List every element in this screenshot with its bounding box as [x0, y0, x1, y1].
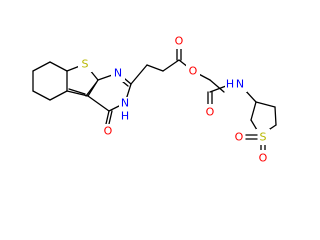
bond	[255, 101, 276, 108]
atom-label: S	[82, 58, 89, 71]
atom-s-thiophene: S	[78, 56, 92, 72]
atom-o-amide-carbonyl: O	[203, 104, 217, 120]
atom-nh-ring: N H	[119, 97, 133, 123]
bond	[32, 90, 51, 101]
bond	[146, 64, 164, 72]
bond	[68, 88, 86, 95]
atom-label: O	[206, 106, 215, 119]
atom-label: H	[226, 78, 234, 91]
bond	[250, 101, 257, 121]
bond	[85, 82, 97, 97]
atom-label: O	[175, 35, 184, 48]
atom-label: N	[121, 97, 129, 110]
bond	[105, 110, 110, 125]
atom-s-sulfone: S	[256, 129, 270, 145]
bond	[209, 79, 225, 93]
bond	[87, 79, 99, 97]
atom-n-ring-top: N	[111, 66, 125, 82]
bond	[274, 106, 277, 126]
bond	[130, 64, 148, 85]
atom-o-sulfone-left: O	[232, 129, 246, 145]
atom-o-ring-carbonyl: O	[101, 124, 115, 140]
bond	[162, 59, 180, 72]
atom-label: H	[121, 110, 129, 123]
bond	[49, 61, 68, 72]
sulfone-o-bond-left	[245, 134, 258, 140]
bond	[209, 85, 227, 93]
atom-label: O	[189, 65, 198, 78]
atom-label: S	[260, 131, 267, 144]
bond	[87, 95, 110, 112]
bond	[49, 90, 68, 101]
bond	[250, 119, 258, 131]
atom-o-ester: O	[186, 63, 200, 79]
atom-o-ester-carbonyl: O	[172, 33, 186, 49]
bond	[32, 61, 51, 72]
atom-label: O	[104, 125, 113, 138]
bond	[66, 90, 89, 97]
atom-label: N	[236, 78, 244, 91]
molecule-structure: S N N H O O O O H N	[32, 33, 277, 166]
atom-layer: S N N H O O O O H N	[78, 33, 270, 166]
atom-o-sulfone-bottom: O	[256, 150, 270, 166]
bond	[108, 110, 113, 125]
atom-nh-amide: H N	[225, 76, 247, 92]
atom-label: O	[259, 152, 268, 165]
atom-label: O	[235, 131, 244, 144]
atom-label: N	[114, 67, 122, 80]
